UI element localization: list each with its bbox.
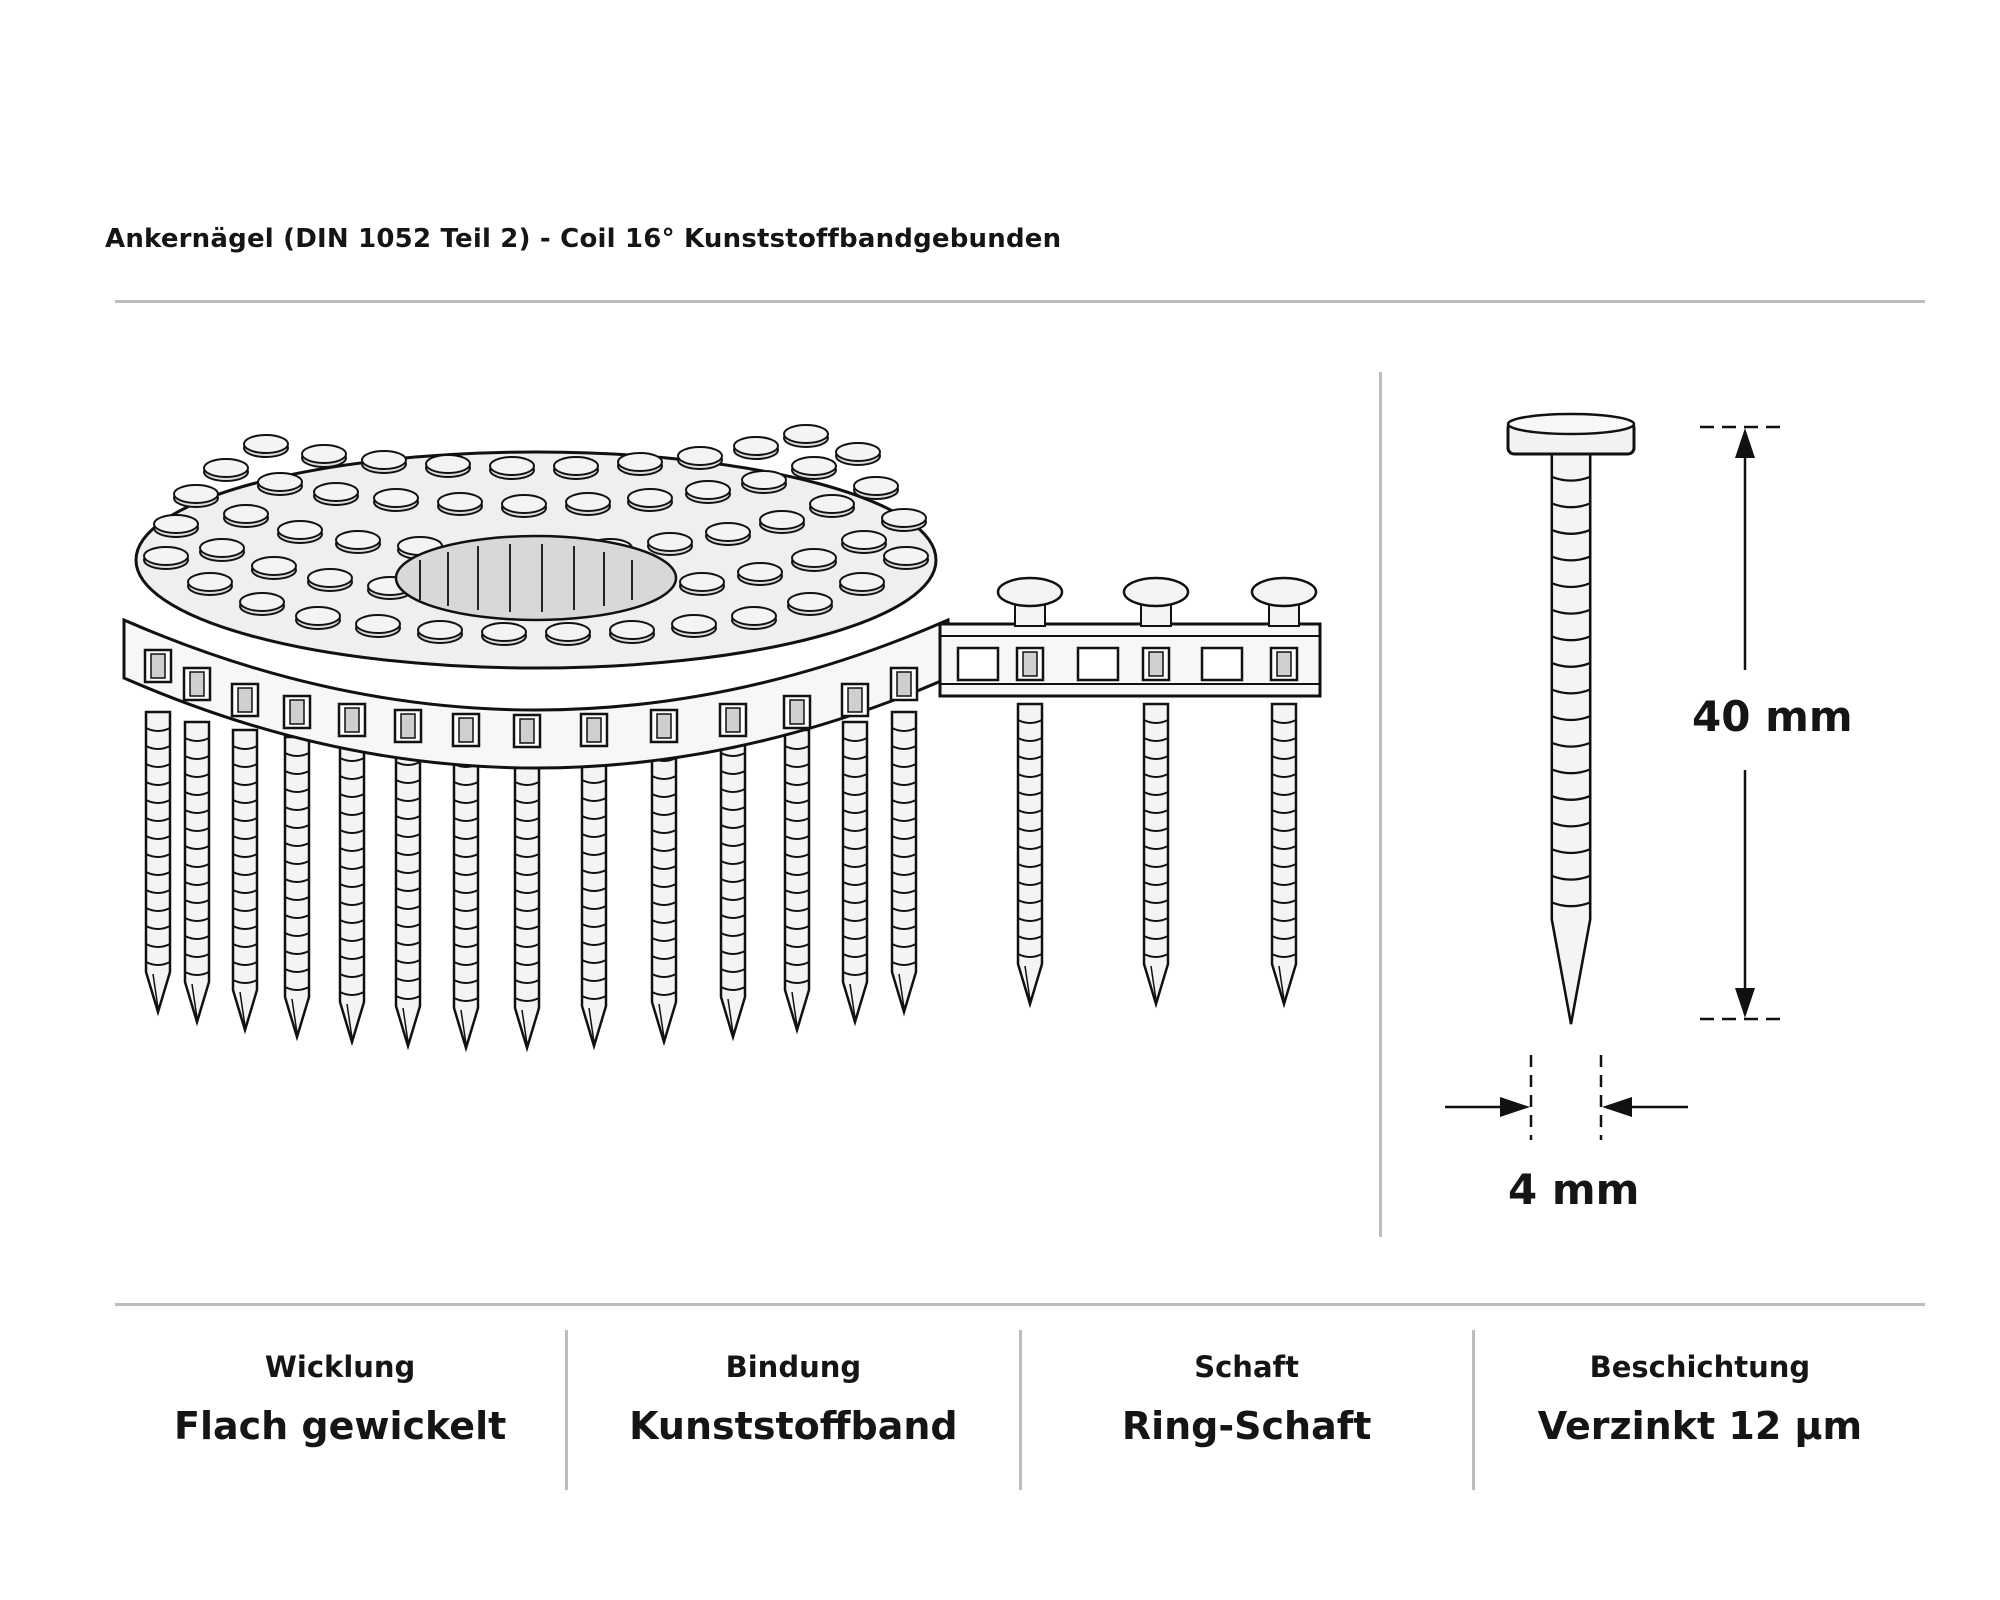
spec-value: Ring-Schaft [1121, 1404, 1372, 1448]
bottom-divider [115, 1303, 1925, 1306]
panel-divider [1379, 372, 1382, 1237]
page-title: Ankernägel (DIN 1052 Teil 2) - Coil 16° … [105, 224, 1062, 254]
spec-value: Flach gewickelt [173, 1404, 507, 1448]
spec-coating: Beschichtung Verzinkt 12 µm [1471, 1330, 1925, 1490]
spec-value: Verzinkt 12 µm [1537, 1404, 1863, 1448]
spec-label: Schaft [1194, 1350, 1300, 1384]
diameter-label: 4 mm [1508, 1165, 1640, 1214]
spec-label: Beschichtung [1589, 1350, 1811, 1384]
spec-label: Wicklung [264, 1350, 416, 1384]
top-divider [115, 300, 1925, 303]
spec-value: Kunststoffband [629, 1404, 958, 1448]
spec-label: Bindung [725, 1350, 862, 1384]
spec-binding: Bindung Kunststoffband [565, 1330, 1018, 1490]
length-label: 40 mm [1692, 692, 1853, 741]
ring-shank-nail-icon [1506, 412, 1636, 1025]
nail-coil-icon [122, 424, 1322, 1050]
spec-shank: Schaft Ring-Schaft [1018, 1330, 1472, 1490]
spec-table: Wicklung Flach gewickelt Bindung Kunstst… [115, 1330, 1925, 1490]
spec-winding: Wicklung Flach gewickelt [115, 1330, 565, 1490]
dimension-arrow-vertical-icon [1700, 425, 1782, 1021]
dimension-arrow-horizontal-icon [1445, 1055, 1688, 1140]
